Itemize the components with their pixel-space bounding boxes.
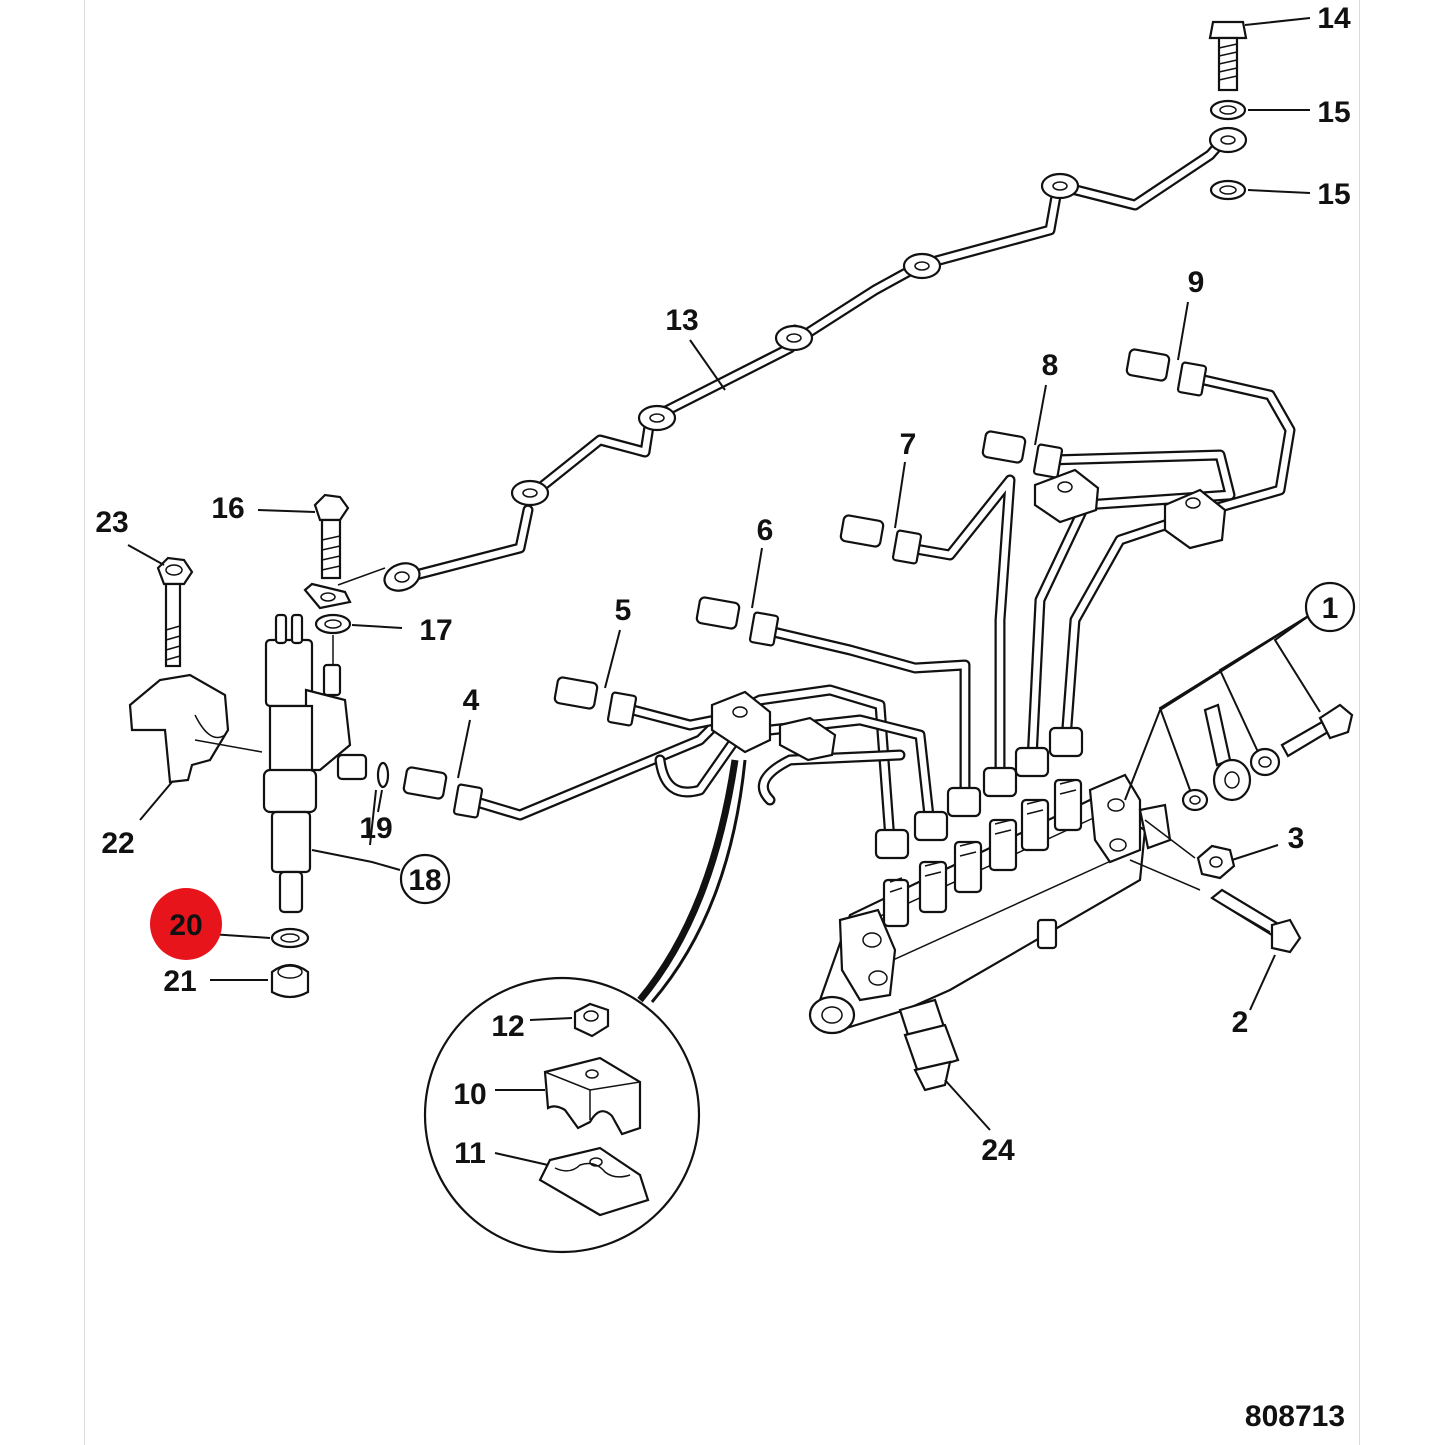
pipe-clamps (710, 468, 1227, 762)
leak-off-washers (303, 582, 352, 635)
sealing-washer-lower (1209, 179, 1247, 201)
pipe-end-fittings (402, 348, 1208, 819)
callout-20[interactable]: 20 (169, 909, 202, 942)
callout-9[interactable]: 9 (1188, 266, 1205, 299)
o-ring (376, 761, 390, 789)
kit-banjo-bolt (1280, 703, 1354, 758)
callout-22[interactable]: 22 (101, 827, 134, 860)
injector-sleeve (270, 963, 310, 999)
callout-circle-18 (399, 853, 451, 905)
callout-12[interactable]: 12 (491, 1010, 524, 1043)
kit-washer-small (1181, 788, 1209, 812)
callout-13[interactable]: 13 (665, 304, 698, 337)
diagram-frame (84, 0, 1360, 1445)
callout-16[interactable]: 16 (211, 492, 244, 525)
callout-1[interactable]: 1 (1322, 592, 1339, 625)
callout-17[interactable]: 17 (419, 614, 452, 647)
mounting-bolt (1210, 888, 1302, 954)
callout-7[interactable]: 7 (900, 428, 917, 461)
leader-lines (127, 17, 1321, 1166)
callout-15-lower[interactable]: 15 (1317, 178, 1350, 211)
injector-clamp (128, 673, 230, 784)
callout-3[interactable]: 3 (1288, 822, 1305, 855)
injector-sealing-washer (270, 927, 310, 949)
leak-off-pipe (383, 126, 1248, 592)
mounting-nut (1196, 844, 1236, 880)
sealing-washer-upper (1209, 99, 1247, 121)
clamp-bolt (156, 556, 194, 668)
clamp-upper-half (543, 1056, 642, 1136)
callout-5[interactable]: 5 (615, 594, 632, 627)
callout-14[interactable]: 14 (1317, 2, 1351, 35)
clamp-nut (573, 1002, 610, 1038)
detail-inset (423, 759, 747, 1254)
drawing-number: 808713 (1245, 1400, 1345, 1433)
callout-19[interactable]: 19 (359, 812, 392, 845)
callout-circle-1 (1304, 581, 1356, 633)
callout-4[interactable]: 4 (463, 684, 480, 717)
callout-15-upper[interactable]: 15 (1317, 96, 1350, 129)
callout-6[interactable]: 6 (757, 514, 774, 547)
leak-off-bolt (313, 493, 350, 580)
callout-8[interactable]: 8 (1042, 349, 1059, 382)
callout-11[interactable]: 11 (454, 1137, 486, 1170)
callout-labels: 1 2 3 4 5 6 7 8 9 10 11 12 13 14 15 15 1… (95, 2, 1356, 1433)
kit-washer-large (1249, 747, 1281, 777)
callout-24[interactable]: 24 (981, 1134, 1015, 1167)
highlight-marker (150, 888, 222, 960)
banjo-bolt (1208, 20, 1248, 92)
callout-2[interactable]: 2 (1232, 1006, 1249, 1039)
injector-body (262, 613, 368, 914)
callout-18[interactable]: 18 (408, 864, 441, 897)
callout-21[interactable]: 21 (163, 965, 196, 998)
assembly-lines (194, 567, 1201, 891)
fuel-rail-assembly (808, 726, 1172, 1092)
callout-23[interactable]: 23 (95, 506, 128, 539)
kit-banjo-union (1203, 703, 1252, 802)
clamp-lower-half (538, 1146, 650, 1217)
callout-10[interactable]: 10 (453, 1078, 486, 1111)
